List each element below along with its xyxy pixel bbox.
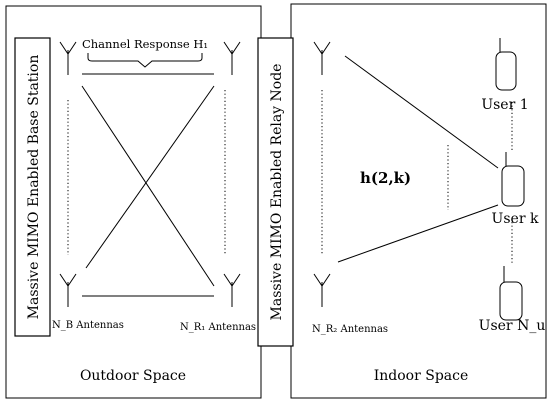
relay-node-box — [257, 37, 294, 347]
channel-response-brace — [87, 53, 203, 68]
indoor-space-label: Indoor Space — [374, 368, 469, 384]
antenna-icon — [59, 273, 77, 307]
h2k-label: h(2,k) — [360, 169, 411, 187]
antenna-icon — [223, 41, 241, 75]
indoor-space-frame — [290, 3, 547, 399]
nr2-antennas-label: N_R₂ Antennas — [312, 324, 388, 335]
user-1-label: User 1 — [481, 97, 528, 113]
user-link — [344, 55, 499, 169]
user-nu-device — [499, 266, 523, 321]
user-link — [337, 204, 499, 263]
antenna-icon — [223, 273, 241, 307]
antenna-icon — [313, 41, 331, 75]
user-1-device — [495, 38, 517, 91]
antenna-icon — [313, 273, 331, 307]
base-station-box — [14, 37, 51, 337]
antenna-icon — [59, 41, 77, 75]
channel-link — [85, 85, 215, 269]
channel-link — [81, 85, 215, 287]
nb-antennas-label: N_B Antennas — [52, 320, 124, 331]
user-k-device — [501, 152, 525, 207]
user-k-label: User k — [492, 211, 539, 227]
user-nu-label: User N_u — [479, 318, 546, 334]
channel-response-label: Channel Response H₁ — [82, 37, 208, 51]
relay-node-label: Massive MIMO Enabled Relay Node — [269, 64, 285, 321]
base-station-label: Massive MIMO Enabled Base Station — [26, 55, 42, 320]
outdoor-space-label: Outdoor Space — [80, 368, 186, 384]
nr1-antennas-label: N_R₁ Antennas — [180, 322, 256, 333]
